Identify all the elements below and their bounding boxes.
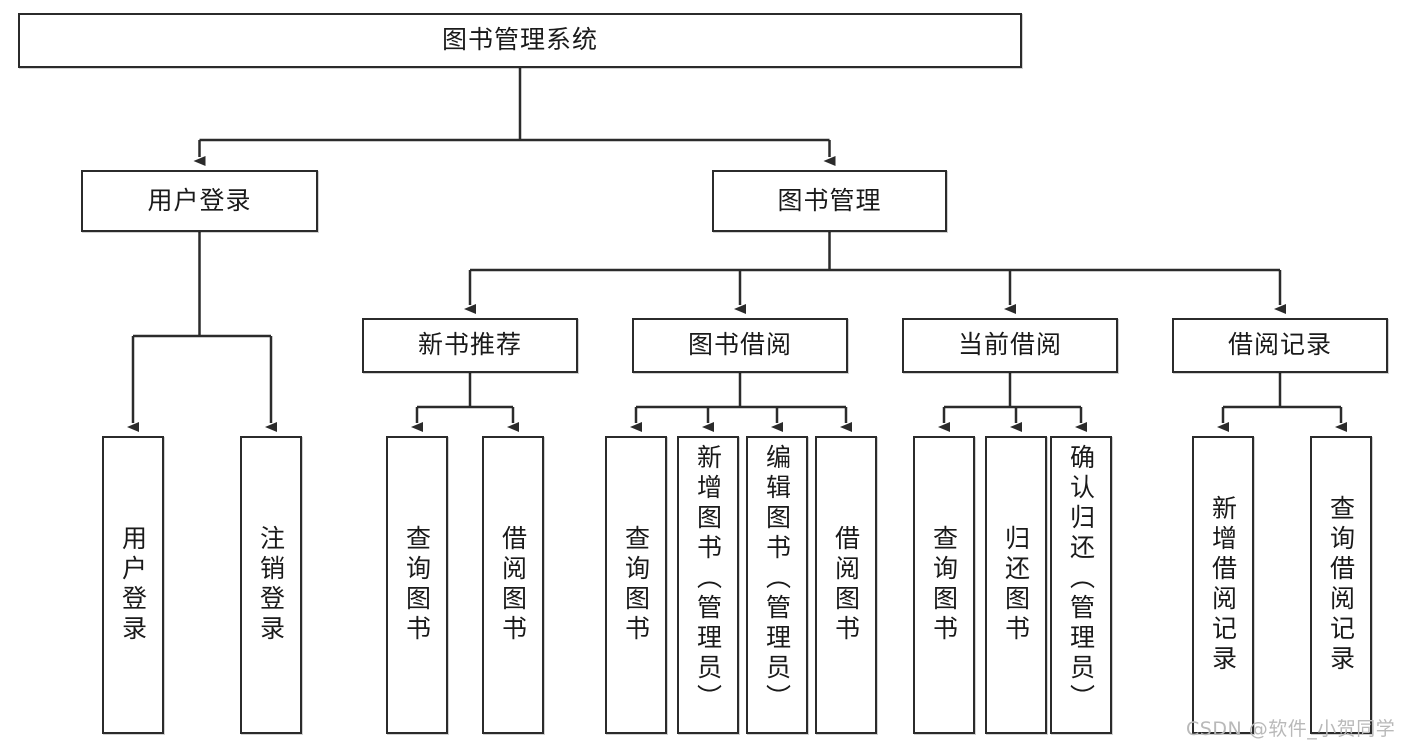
- node-user-login[interactable]: 用户登录: [81, 170, 318, 232]
- node-leaf-confirm-return[interactable]: 确认归还（管理员）: [1050, 436, 1112, 734]
- watermark-text: CSDN @软件_小贺同学: [1186, 718, 1396, 740]
- node-label: 查询图书: [929, 525, 959, 645]
- node-leaf-add-record[interactable]: 新增借阅记录: [1192, 436, 1254, 734]
- node-label: 查询图书: [402, 525, 432, 645]
- node-book-manage[interactable]: 图书管理: [712, 170, 947, 232]
- node-leaf-query-book-1[interactable]: 查询图书: [386, 436, 448, 734]
- node-leaf-borrow-book-1[interactable]: 借阅图书: [482, 436, 544, 734]
- node-leaf-return-book[interactable]: 归还图书: [985, 436, 1047, 734]
- node-label: 新增借阅记录: [1208, 495, 1238, 675]
- node-label: 确认归还（管理员）: [1066, 444, 1096, 714]
- node-leaf-query-book-3[interactable]: 查询图书: [913, 436, 975, 734]
- node-borrow-record[interactable]: 借阅记录: [1172, 318, 1388, 373]
- node-label: 借阅记录: [1227, 330, 1332, 360]
- node-current-borrow[interactable]: 当前借阅: [902, 318, 1118, 373]
- node-label: 查询借阅记录: [1326, 495, 1356, 675]
- node-label: 图书管理系统: [441, 25, 598, 55]
- node-leaf-query-book-2[interactable]: 查询图书: [605, 436, 667, 734]
- node-leaf-add-book[interactable]: 新增图书（管理员）: [677, 436, 739, 734]
- node-label: 图书管理: [777, 185, 882, 215]
- node-label: 图书借阅: [687, 330, 792, 360]
- node-label: 注销登录: [256, 525, 286, 645]
- node-label: 当前借阅: [957, 330, 1062, 360]
- node-label: 借阅图书: [498, 525, 528, 645]
- node-label: 编辑图书（管理员）: [762, 444, 792, 714]
- node-label: 用户登录: [147, 185, 252, 215]
- node-label: 查询图书: [621, 525, 651, 645]
- node-root[interactable]: 图书管理系统: [18, 13, 1022, 68]
- node-new-book-rec[interactable]: 新书推荐: [362, 318, 578, 373]
- node-label: 用户登录: [118, 525, 148, 645]
- node-label: 新增图书（管理员）: [693, 444, 723, 714]
- node-book-borrow[interactable]: 图书借阅: [632, 318, 848, 373]
- node-label: 归还图书: [1001, 525, 1031, 645]
- node-label: 新书推荐: [417, 330, 522, 360]
- node-leaf-user-logout[interactable]: 注销登录: [240, 436, 302, 734]
- node-leaf-borrow-book-2[interactable]: 借阅图书: [815, 436, 877, 734]
- node-label: 借阅图书: [831, 525, 861, 645]
- node-leaf-edit-book[interactable]: 编辑图书（管理员）: [746, 436, 808, 734]
- node-leaf-query-record[interactable]: 查询借阅记录: [1310, 436, 1372, 734]
- node-leaf-user-login[interactable]: 用户登录: [102, 436, 164, 734]
